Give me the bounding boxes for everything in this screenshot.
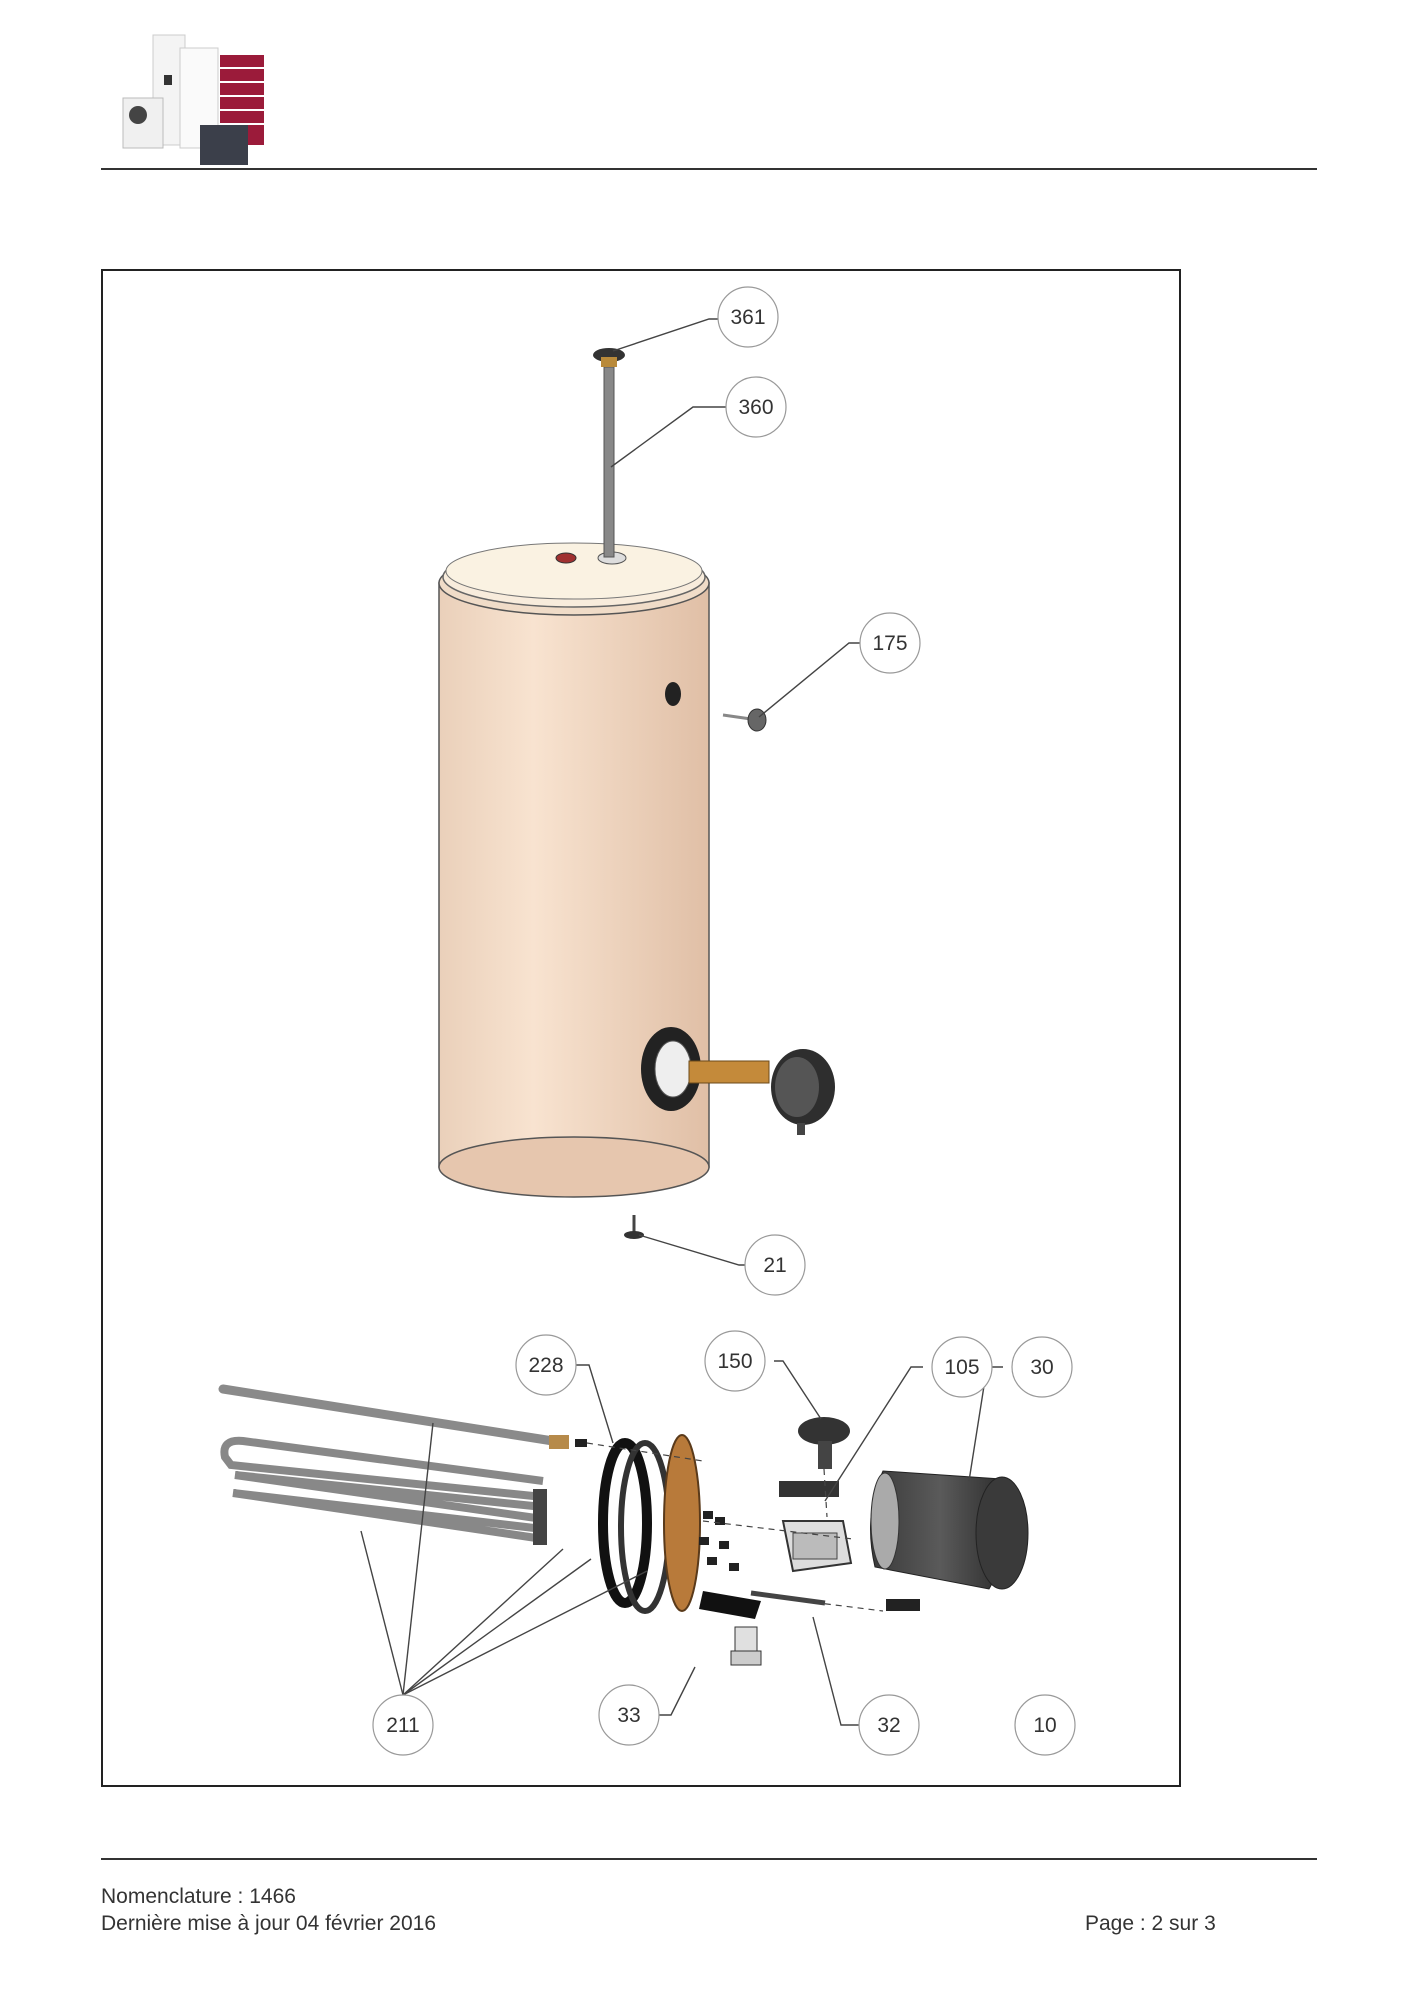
callout-360: 360 (725, 376, 787, 438)
plug-part (722, 708, 767, 732)
callout-circle (858, 1694, 920, 1756)
callout-21: 21 (744, 1234, 806, 1296)
callout-circle (725, 376, 787, 438)
nomenclature-label: Nomenclature : 1466 (101, 1885, 296, 1908)
callout-circle (704, 1330, 766, 1392)
callout-number: 21 (763, 1254, 786, 1277)
callout-105: 105 (931, 1336, 993, 1398)
callout-175: 175 (859, 612, 921, 674)
callout-number: 30 (1030, 1356, 1053, 1379)
callout-228: 228 (515, 1334, 577, 1396)
callout-30: 30 (1011, 1336, 1073, 1398)
callout-number: 10 (1033, 1714, 1056, 1737)
water-tank (438, 542, 835, 1198)
brand-logo (122, 34, 264, 165)
page-number: Page : 2 sur 3 (1085, 1912, 1216, 1935)
callout-number: 32 (877, 1714, 900, 1737)
callout-361: 361 (717, 286, 779, 348)
last-update-label: Dernière mise à jour 04 février 2016 (101, 1912, 436, 1935)
callout-150: 150 (704, 1330, 766, 1392)
header-rule (101, 168, 1317, 170)
callout-33: 33 (598, 1684, 660, 1746)
callout-circle (931, 1336, 993, 1398)
callout-number: 33 (617, 1704, 640, 1727)
callout-number: 105 (944, 1356, 979, 1379)
callout-10: 10 (1014, 1694, 1076, 1756)
footer-rule (101, 1858, 1317, 1860)
tank-foot (624, 1215, 644, 1239)
callout-circle (1014, 1694, 1076, 1756)
callout-number: 175 (872, 632, 907, 655)
anode-rod (593, 348, 625, 558)
leader-lines (360, 318, 1003, 1726)
callout-circle (598, 1684, 660, 1746)
callout-circle (372, 1694, 434, 1756)
callout-circle (1011, 1336, 1073, 1398)
callout-number: 361 (730, 306, 765, 329)
callout-number: 360 (738, 396, 773, 419)
callout-circle (859, 612, 921, 674)
callout-circle (744, 1234, 806, 1296)
exploded-parts-diagram: 361 360 175 21 228 150 105 30 211 33 32 10 (101, 269, 1181, 1787)
callout-circle (717, 286, 779, 348)
callout-number: 150 (717, 1350, 752, 1373)
callout-number: 228 (528, 1354, 563, 1377)
heating-element-assembly (218, 1384, 1029, 1666)
callout-32: 32 (858, 1694, 920, 1756)
callout-number: 211 (386, 1714, 419, 1737)
callout-circle (515, 1334, 577, 1396)
callout-211: 211 (372, 1694, 434, 1756)
